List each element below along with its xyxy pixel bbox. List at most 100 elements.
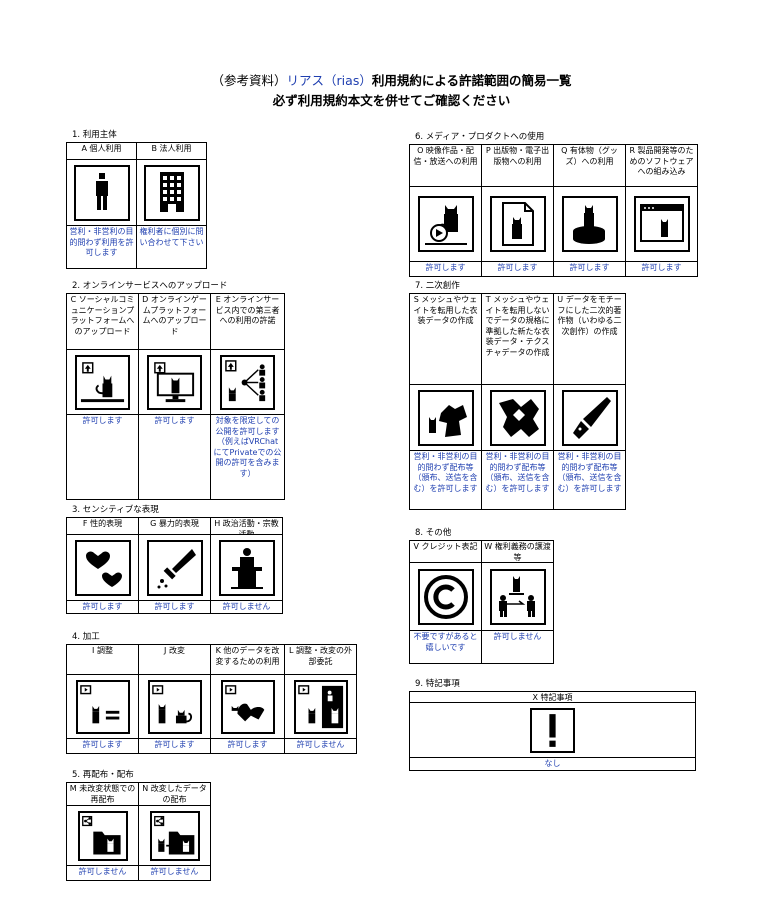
permission-result: 営利・非営利の目的問わず利用を許可します: [69, 227, 134, 257]
permission-column: S メッシュやウェイトを転用した衣装データの作成営利・非営利の目的問わず配布等（…: [410, 294, 482, 509]
column-header: E オンラインサービス内での第三者への利用の許諾: [211, 294, 284, 350]
column-header: K 他のデータを改変するための利用: [211, 645, 284, 675]
permission-result: 許可しません: [222, 602, 271, 611]
permission-result: 営利・非営利の目的問わず配布等（頒布、送信を含む）を許可します: [557, 452, 622, 493]
column-header: J 改変: [139, 645, 210, 675]
permission-column: K 他のデータを改変するための利用許可します: [211, 645, 285, 753]
permission-column: H 政治活動・宗教活動許可しません: [211, 518, 283, 613]
permission-result: 営利・非営利の目的問わず配布等（頒布、送信を含む）を許可します: [485, 452, 550, 493]
permission-result: 許可します: [154, 416, 195, 425]
column-header: Q 有体物（グッズ）への利用: [554, 145, 625, 187]
exclamation-icon: [410, 703, 695, 758]
transfer-icon: [482, 563, 553, 631]
permission-result: なし: [544, 759, 561, 768]
pen-nib-icon: [554, 385, 625, 451]
section-label: 5. 再配布・配布: [72, 770, 134, 780]
permission-column: U データをモチーフにした二次的著作物（いわゆる二次創作）の作成営利・非営利の目…: [554, 294, 626, 509]
column-header: S メッシュやウェイトを転用した衣装データの作成: [410, 294, 481, 385]
cat-clothes-icon: [410, 385, 481, 451]
column-header: I 調整: [67, 645, 138, 675]
video-cat-icon: [410, 187, 481, 262]
column-header: T メッシュやウェイトを転用しないでデータの規格に準拠した新たな衣装データ・テク…: [482, 294, 553, 385]
permission-result: 許可します: [82, 602, 123, 611]
permission-column: A 個人利用営利・非営利の目的問わず利用を許可します: [67, 143, 137, 268]
column-header: N 改変したデータの配布: [139, 783, 210, 806]
column-header: F 性的表現: [67, 518, 138, 535]
permission-column: F 性的表現許可します: [67, 518, 139, 613]
permission-column: J 改変許可します: [139, 645, 211, 753]
permission-column: C ソーシャルコミュニケーションプラットフォームへのアップロード許可します: [67, 294, 139, 499]
permission-result: 不要ですがあると嬉しいです: [413, 632, 478, 652]
upload-monitor-icon: [139, 350, 210, 415]
column-header: U データをモチーフにした二次的著作物（いわゆる二次創作）の作成: [554, 294, 625, 385]
permission-column: L 調整・改変の外部委託許可しません: [285, 645, 357, 753]
column-header: X 特記事項: [410, 692, 695, 703]
goods-cat-icon: [554, 187, 625, 262]
permission-result: 許可します: [154, 740, 195, 749]
cloth-icon: [482, 385, 553, 451]
permission-result: 許可しません: [78, 867, 127, 876]
permission-column: V クレジット表記不要ですがあると嬉しいです: [410, 541, 482, 663]
permission-result: 対象を限定しての公開を許可します（例えばVRChatにてPrivateでの公開の…: [213, 416, 282, 478]
software-window-icon: [626, 187, 697, 262]
title-rest: 利用規約による許諾範囲の簡易一覧: [371, 73, 572, 88]
permission-column: N 改変したデータの配布許可しません: [139, 783, 211, 880]
page-subtitle: 必ず利用規約本文を併せてご確認ください: [272, 93, 511, 108]
distribute-modified-icon: [139, 806, 210, 866]
knife-icon: [139, 535, 210, 601]
copyright-icon: [410, 563, 481, 631]
column-header: L 調整・改変の外部委託: [285, 645, 356, 675]
redistribute-icon: [67, 806, 138, 866]
upload-cat-icon: [67, 350, 138, 415]
permission-result: 許可しません: [296, 740, 345, 749]
column-header: P 出版物・電子出版物への利用: [482, 145, 553, 187]
permission-column: I 調整許可します: [67, 645, 139, 753]
permission-table: X 特記事項なし: [409, 691, 696, 771]
permission-column: Q 有体物（グッズ）への利用許可します: [554, 145, 626, 276]
person-icon: [67, 160, 136, 226]
permission-column: G 暴力的表現許可します: [139, 518, 211, 613]
title-reference-word: 参考資料: [224, 73, 275, 88]
section-label: 7. 二次創作: [415, 281, 460, 291]
column-header: H 政治活動・宗教活動: [211, 518, 282, 535]
building-icon: [137, 160, 206, 226]
podium-icon: [211, 535, 282, 601]
hearts-icon: [67, 535, 138, 601]
permission-table: S メッシュやウェイトを転用した衣装データの作成営利・非営利の目的問わず配布等（…: [409, 293, 626, 510]
permission-column: W 権利義務の譲渡等許可しません: [482, 541, 554, 663]
column-header: A 個人利用: [67, 143, 136, 160]
section-label: 6. メディア・プロダクトへの使用: [415, 132, 545, 142]
permission-column: T メッシュやウェイトを転用しないでデータの規格に準拠した新たな衣装データ・テク…: [482, 294, 554, 509]
permission-result: 許可します: [497, 263, 538, 272]
permission-column: P 出版物・電子出版物への利用許可します: [482, 145, 554, 276]
column-header: B 法人利用: [137, 143, 206, 160]
share-people-icon: [211, 350, 284, 415]
permission-result: 許可します: [569, 263, 610, 272]
section-label: 3. センシティブな表現: [72, 505, 159, 515]
column-header: R 製品開発等のためのソフトウェアへの組み込み: [626, 145, 697, 187]
section-7: 7. 二次創作 S メッシュやウェイトを転用した衣装データの作成営利・非営利の目的…: [409, 279, 626, 510]
column-header: O 映像作品・配信・放送への利用: [410, 145, 481, 187]
permission-result: 許可します: [82, 740, 123, 749]
outsource-icon: [285, 675, 356, 739]
permission-result: 許可します: [641, 263, 682, 272]
permission-result: 許可します: [227, 740, 268, 749]
column-header: D オンラインゲームプラットフォームへのアップロード: [139, 294, 210, 350]
ribbon-icon: [211, 675, 284, 739]
permission-result: 営利・非営利の目的問わず配布等（頒布、送信を含む）を許可します: [413, 452, 478, 493]
permission-result: 許可しません: [150, 867, 199, 876]
permission-column: R 製品開発等のためのソフトウェアへの組み込み許可します: [626, 145, 698, 276]
page-title: （参考資料）リアス（rias）利用規約による許諾範囲の簡易一覧: [0, 70, 783, 89]
permission-column: E オンラインサービス内での第三者への利用の許諾対象を限定しての公開を許可します…: [211, 294, 285, 499]
